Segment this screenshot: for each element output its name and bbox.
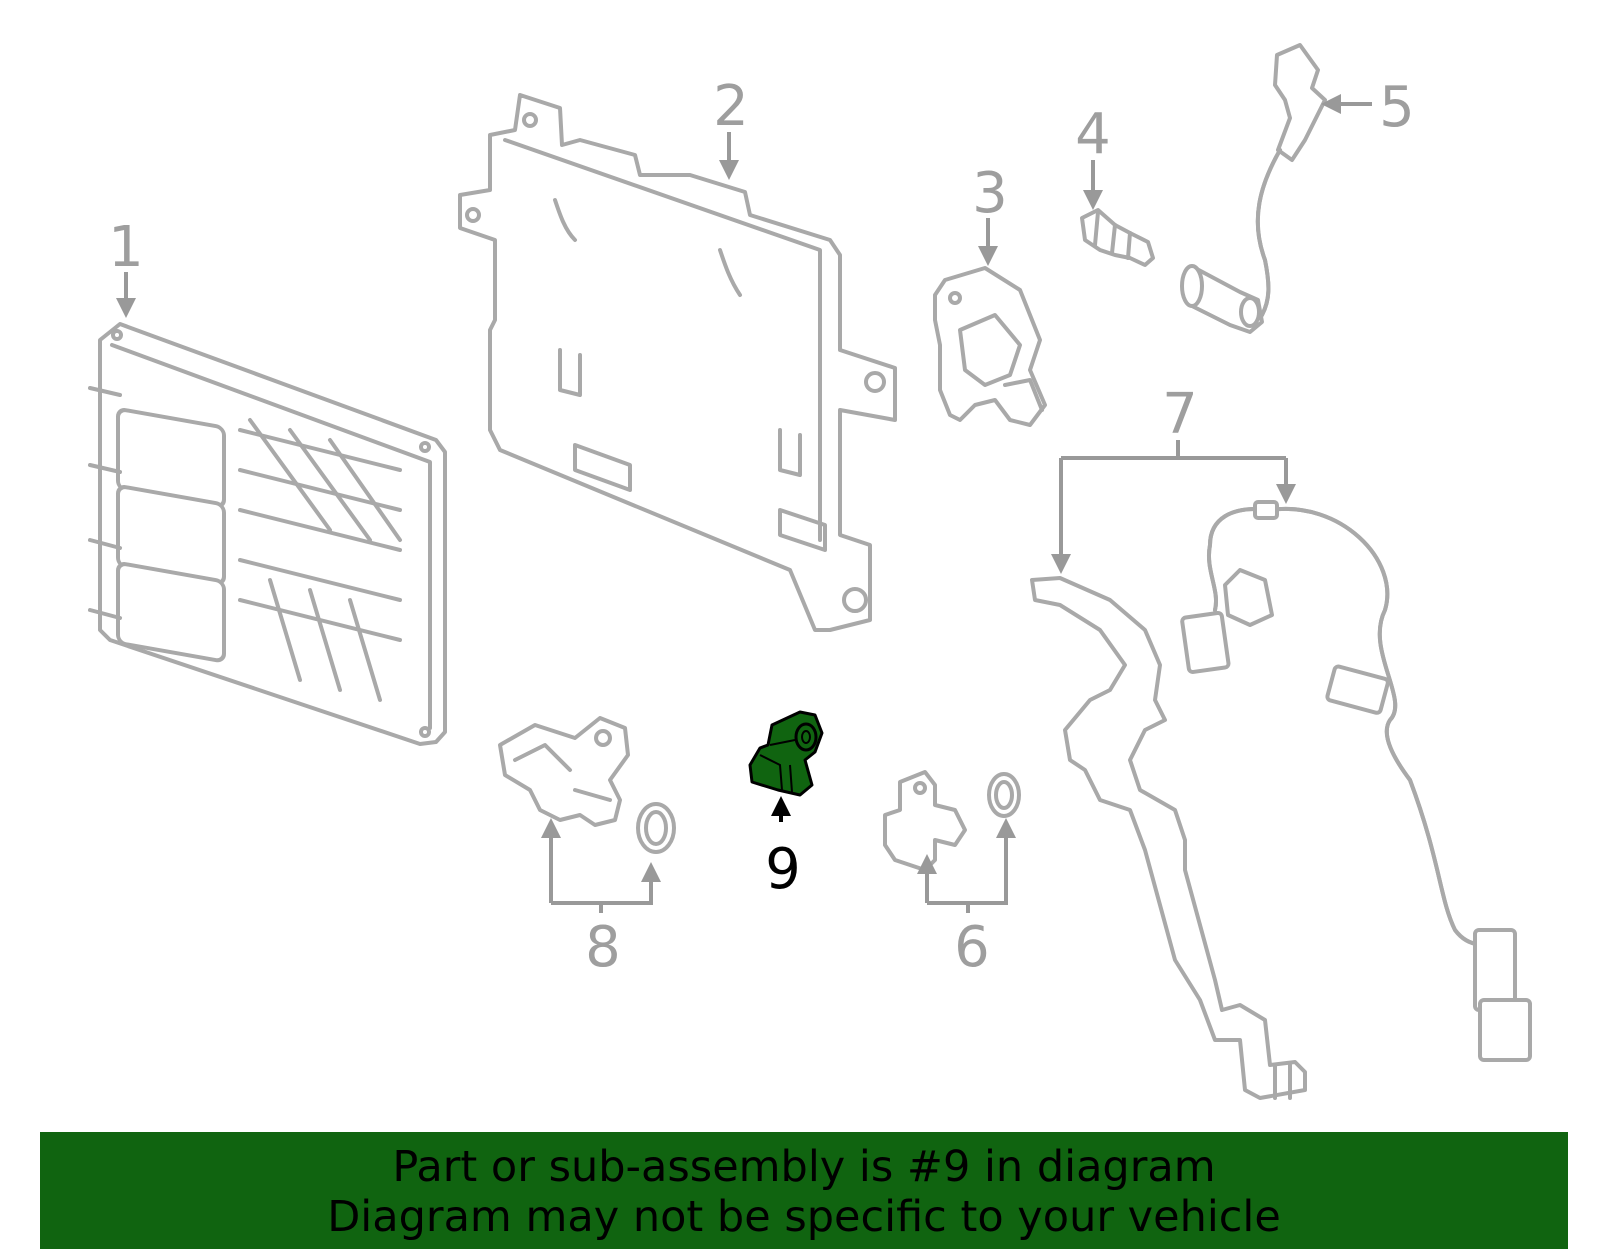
part-3-sensor[interactable] <box>933 266 1047 427</box>
part-8-sensor[interactable] <box>498 716 676 854</box>
part-9-knock-sensor-highlighted[interactable] <box>748 710 824 797</box>
leader-7 <box>1059 440 1286 570</box>
part-4-sensor[interactable] <box>1080 208 1155 267</box>
callout-7: 7 <box>1162 382 1198 447</box>
callout-4: 4 <box>1075 102 1111 167</box>
banner-line-1: Part or sub-assembly is #9 in diagram <box>392 1142 1216 1192</box>
callout-1: 1 <box>108 215 144 280</box>
callout-9: 9 <box>765 837 801 902</box>
info-banner: Part or sub-assembly is #9 in diagram Di… <box>40 1132 1568 1249</box>
callout-3: 3 <box>972 161 1008 226</box>
callout-6: 6 <box>954 915 990 980</box>
part-2-module-bracket[interactable] <box>458 93 897 632</box>
callout-5: 5 <box>1379 75 1415 140</box>
leader-8 <box>549 826 651 905</box>
banner-line-2: Diagram may not be specific to your vehi… <box>327 1192 1281 1242</box>
callout-8: 8 <box>585 915 621 980</box>
part-7-harness[interactable] <box>1030 500 1532 1100</box>
part-5-sensor-lead[interactable] <box>1180 43 1327 334</box>
callout-2: 2 <box>713 74 749 139</box>
part-1-control-module[interactable] <box>88 322 447 746</box>
part-6-sensor[interactable] <box>883 770 1021 872</box>
